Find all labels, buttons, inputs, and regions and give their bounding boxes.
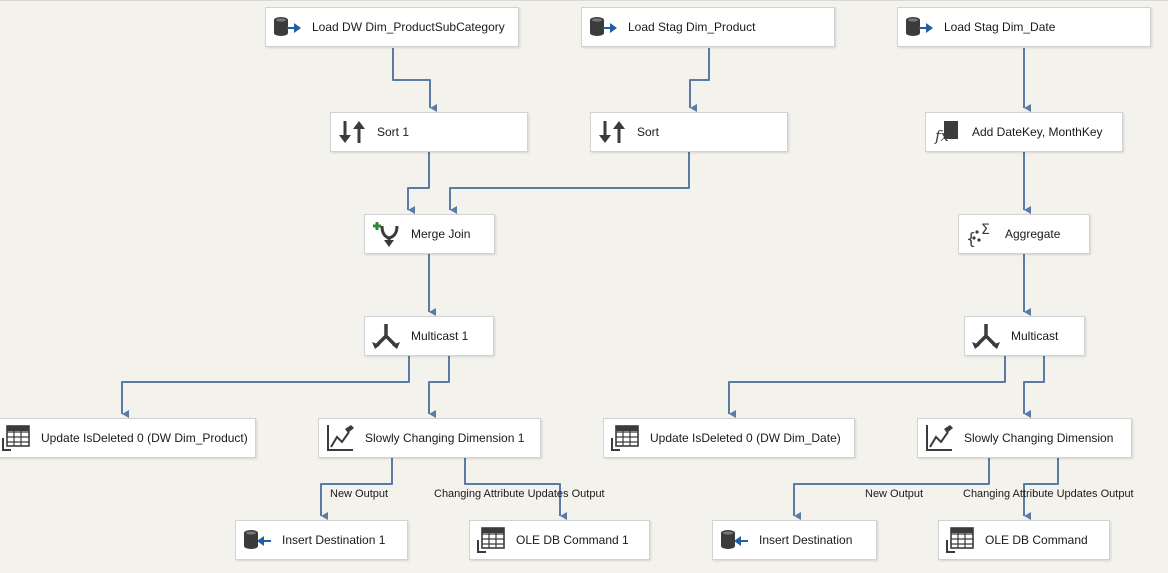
task-label: Multicast <box>1011 329 1059 343</box>
path-multicast1-to-scd1[interactable] <box>428 356 450 418</box>
path-scd1-to-oledb-cmd1[interactable] <box>464 458 567 520</box>
derived-column-icon: fx <box>930 115 964 149</box>
task-multicast[interactable]: Multicast <box>964 316 1085 356</box>
task-label: Merge Join <box>411 227 471 241</box>
task-insert-destination[interactable]: Insert Destination <box>712 520 877 560</box>
ole-db-command-icon <box>943 523 977 557</box>
task-update-isdeleted-dw-dim-date[interactable]: Update IsDeleted 0 (DW Dim_Date) <box>603 418 855 458</box>
ole-db-destination-icon <box>717 523 751 557</box>
task-label: Sort <box>637 125 660 139</box>
task-label: Load Stag Dim_Date <box>944 20 1056 34</box>
aggregate-icon: {Σ <box>963 217 997 251</box>
task-update-isdeleted-dw-dim-product[interactable]: Update IsDeleted 0 (DW Dim_Product) <box>0 418 256 458</box>
ole-db-source-icon <box>902 10 936 44</box>
task-load-stag-dim-product[interactable]: Load Stag Dim_Product <box>581 7 835 47</box>
path-scd1-to-insert-dest1[interactable] <box>320 458 393 520</box>
multicast-icon <box>369 319 403 353</box>
task-add-datekey-monthkey[interactable]: fx Add DateKey, MonthKey <box>925 112 1123 152</box>
ole-db-source-icon <box>270 10 304 44</box>
task-label: Update IsDeleted 0 (DW Dim_Product) <box>41 431 248 445</box>
path-multicast-to-update-date[interactable] <box>728 356 1006 418</box>
path-multicast1-to-update-product[interactable] <box>121 356 410 418</box>
task-slowly-changing-dimension-1[interactable]: Slowly Changing Dimension 1 <box>318 418 541 458</box>
task-aggregate[interactable]: {Σ Aggregate <box>958 214 1090 254</box>
task-label: Slowly Changing Dimension 1 <box>365 431 525 445</box>
task-label: OLE DB Command <box>985 533 1088 547</box>
ole-db-destination-icon <box>240 523 274 557</box>
task-insert-destination-1[interactable]: Insert Destination 1 <box>235 520 408 560</box>
scd-icon <box>922 421 956 455</box>
merge-join-icon <box>369 217 403 251</box>
ole-db-command-icon <box>474 523 508 557</box>
canvas-top-border <box>0 0 1168 1</box>
path-sort-to-merge-join[interactable] <box>449 152 690 214</box>
edge-label-new-output-1: New Output <box>330 488 389 500</box>
edge-label-changing-attribute-updates-1: Changing Attribute Updates Output <box>434 488 605 500</box>
task-load-stag-dim-date[interactable]: Load Stag Dim_Date <box>897 7 1151 47</box>
task-label: Update IsDeleted 0 (DW Dim_Date) <box>650 431 841 445</box>
svg-text:fx: fx <box>934 127 950 145</box>
task-sort[interactable]: Sort <box>590 112 788 152</box>
path-multicast-to-scd[interactable] <box>1023 356 1045 418</box>
sort-icon <box>595 115 629 149</box>
task-label: OLE DB Command 1 <box>516 533 629 547</box>
path-sort1-to-merge-join[interactable] <box>407 152 430 214</box>
task-label: Load DW Dim_ProductSubCategory <box>312 20 505 34</box>
ole-db-source-icon <box>586 10 620 44</box>
task-label: Multicast 1 <box>411 329 469 343</box>
ole-db-command-icon <box>0 421 33 455</box>
task-ole-db-command[interactable]: OLE DB Command <box>938 520 1110 560</box>
multicast-icon <box>969 319 1003 353</box>
task-label: Add DateKey, MonthKey <box>972 125 1103 139</box>
path-load-stag-product-to-sort[interactable] <box>689 48 710 112</box>
task-label: Insert Destination <box>759 533 853 547</box>
sort-icon <box>335 115 369 149</box>
path-load-dw-to-sort1[interactable] <box>392 48 437 112</box>
scd-icon <box>323 421 357 455</box>
path-scd-to-insert-dest[interactable] <box>793 458 990 520</box>
task-merge-join[interactable]: Merge Join <box>364 214 495 254</box>
task-label: Aggregate <box>1005 227 1061 241</box>
task-slowly-changing-dimension[interactable]: Slowly Changing Dimension <box>917 418 1132 458</box>
edge-label-new-output-2: New Output <box>865 488 924 500</box>
task-label: Sort 1 <box>377 125 410 139</box>
path-scd-to-oledb-cmd[interactable] <box>1023 458 1059 520</box>
task-label: Insert Destination 1 <box>282 533 386 547</box>
task-ole-db-command-1[interactable]: OLE DB Command 1 <box>469 520 650 560</box>
task-label: Load Stag Dim_Product <box>628 20 756 34</box>
task-load-dw-dim-productsubcategory[interactable]: Load DW Dim_ProductSubCategory <box>265 7 519 47</box>
edge-label-changing-attribute-updates-2: Changing Attribute Updates Output <box>963 488 1134 500</box>
task-sort-1[interactable]: Sort 1 <box>330 112 528 152</box>
svg-text:Σ: Σ <box>981 222 990 238</box>
task-multicast-1[interactable]: Multicast 1 <box>364 316 494 356</box>
task-label: Slowly Changing Dimension <box>964 431 1114 445</box>
svg-text:{: { <box>966 229 976 248</box>
ole-db-command-icon <box>608 421 642 455</box>
